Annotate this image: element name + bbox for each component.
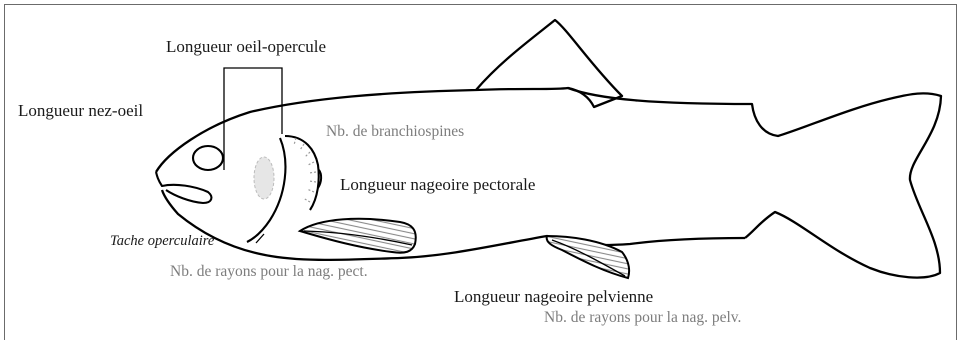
body-outline-top bbox=[156, 88, 941, 278]
gill-arch bbox=[285, 136, 319, 210]
pelvic-fin-rays-label: Nb. de rayons pour la nag. pelv. bbox=[544, 310, 741, 326]
dorsal-fin bbox=[476, 20, 622, 107]
opercular-spot bbox=[254, 157, 274, 199]
opercular-spot-label: Tache operculaire bbox=[110, 234, 214, 249]
gill-rakers-ticks bbox=[294, 138, 316, 202]
snout-eye-length-label: Longueur nez-oeil bbox=[18, 102, 143, 119]
eye-operculum-length-label: Longueur oeil-opercule bbox=[166, 38, 326, 55]
eye bbox=[193, 146, 223, 170]
pectoral-fin-length-label: Longueur nageoire pectorale bbox=[340, 176, 535, 193]
pectoral-fin-rays-label: Nb. de rayons pour la nag. pect. bbox=[170, 264, 368, 280]
pelvic-fin-length-label: Longueur nageoire pelvienne bbox=[454, 288, 653, 305]
mouth bbox=[156, 172, 211, 203]
gill-rakers-label: Nb. de branchiospines bbox=[326, 124, 464, 140]
body-outline-bottom bbox=[162, 190, 745, 260]
